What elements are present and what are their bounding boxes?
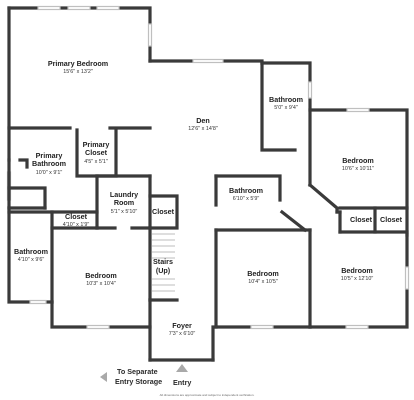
bedroom-left-dim: 10'3" x 10'4" bbox=[86, 281, 116, 287]
den-name: Den bbox=[196, 116, 210, 125]
bathroom-center-dim: 6'10" x 5'9" bbox=[233, 196, 260, 202]
bathroom-center-name: Bathroom bbox=[229, 186, 263, 195]
room-closet-right-a: Closet bbox=[350, 215, 373, 224]
disclaimer: All dimensions are approximate and subje… bbox=[160, 393, 255, 397]
room-bathroom-left: Bathroom 4'10" x 9'6" bbox=[14, 247, 48, 263]
primary-bathroom-dim: 10'0" x 9'1" bbox=[36, 170, 63, 176]
room-closet-left: Closet 4'10" x 1'9" bbox=[63, 212, 90, 228]
primary-closet-name-2: Closet bbox=[85, 148, 108, 157]
bedroom-right-top-name: Bedroom bbox=[342, 156, 374, 165]
closet-right-b-name: Closet bbox=[380, 215, 403, 224]
arrow-up-icon bbox=[176, 364, 188, 372]
bedroom-left-name: Bedroom bbox=[85, 271, 117, 280]
primary-closet-dim: 4'5" x 5'1" bbox=[84, 159, 108, 165]
bedroom-right-bottom-dim: 10'5" x 12'10" bbox=[341, 276, 374, 282]
room-bedroom-center: Bedroom 10'4" x 10'5" bbox=[247, 269, 279, 285]
room-stairs: Stairs (Up) bbox=[153, 257, 173, 275]
bedroom-center-dim: 10'4" x 10'5" bbox=[248, 279, 278, 285]
bathroom-top-name: Bathroom bbox=[269, 95, 303, 104]
interior-walls bbox=[7, 61, 409, 360]
primary-closet-name-1: Primary bbox=[83, 140, 110, 149]
closet-left-name: Closet bbox=[65, 212, 88, 221]
bathroom-left-name: Bathroom bbox=[14, 247, 48, 256]
closet-left-dim: 4'10" x 1'9" bbox=[63, 222, 90, 228]
foyer-dim: 7'3" x 6'10" bbox=[169, 331, 196, 337]
bathroom-top-dim: 5'0" x 9'4" bbox=[274, 105, 298, 111]
entry-label: Entry bbox=[173, 378, 191, 387]
stairs-name-2: (Up) bbox=[156, 266, 171, 275]
stairs-treads bbox=[152, 233, 175, 292]
primary-bedroom-name: Primary Bedroom bbox=[48, 59, 108, 68]
laundry-room-name-2: Room bbox=[114, 198, 134, 207]
primary-bedroom-dim: 15'6" x 13'2" bbox=[63, 69, 93, 75]
closet-laundry-name: Closet bbox=[152, 207, 175, 216]
laundry-room-dim: 5'1" x 5'10" bbox=[111, 209, 138, 215]
room-bathroom-center: Bathroom 6'10" x 5'9" bbox=[229, 186, 263, 202]
room-bedroom-right-bottom: Bedroom 10'5" x 12'10" bbox=[341, 266, 374, 282]
room-bedroom-left: Bedroom 10'3" x 10'4" bbox=[85, 271, 117, 287]
bathroom-left-dim: 4'10" x 9'6" bbox=[18, 257, 45, 263]
room-primary-bedroom: Primary Bedroom 15'6" x 13'2" bbox=[48, 59, 108, 75]
primary-bathroom-name-2: Bathroom bbox=[32, 159, 66, 168]
room-closet-right-b: Closet bbox=[380, 215, 403, 224]
primary-bathroom-name-1: Primary bbox=[36, 151, 63, 160]
windows bbox=[6, 5, 410, 330]
room-bathroom-top: Bathroom 5'0" x 9'4" bbox=[269, 95, 303, 111]
bedroom-center-name: Bedroom bbox=[247, 269, 279, 278]
bedroom-right-top-dim: 10'6" x 10'11" bbox=[342, 166, 374, 172]
separate-storage-line-1: To Separate bbox=[117, 367, 158, 376]
room-primary-closet: Primary Closet 4'5" x 5'1" bbox=[83, 140, 110, 165]
room-primary-bathroom: Primary Bathroom 10'0" x 9'1" bbox=[32, 151, 66, 176]
bedroom-right-bottom-name: Bedroom bbox=[341, 266, 373, 275]
separate-storage-annotation: To Separate Entry Storage bbox=[100, 367, 162, 386]
laundry-room-name-1: Laundry bbox=[110, 190, 138, 199]
stairs-name-1: Stairs bbox=[153, 257, 173, 266]
room-laundry-room: Laundry Room 5'1" x 5'10" bbox=[110, 190, 138, 215]
room-foyer: Foyer 7'3" x 6'10" bbox=[169, 321, 196, 337]
closet-right-a-name: Closet bbox=[350, 215, 373, 224]
foyer-name: Foyer bbox=[172, 321, 192, 330]
room-den: Den 12'6" x 14'8" bbox=[188, 116, 218, 132]
arrow-left-icon bbox=[100, 372, 107, 382]
separate-storage-line-2: Entry Storage bbox=[115, 377, 162, 386]
entry-annotation: Entry bbox=[173, 364, 191, 387]
room-closet-laundry: Closet bbox=[152, 207, 175, 216]
room-bedroom-right-top: Bedroom 10'6" x 10'11" bbox=[342, 156, 374, 172]
den-dim: 12'6" x 14'8" bbox=[188, 126, 218, 132]
